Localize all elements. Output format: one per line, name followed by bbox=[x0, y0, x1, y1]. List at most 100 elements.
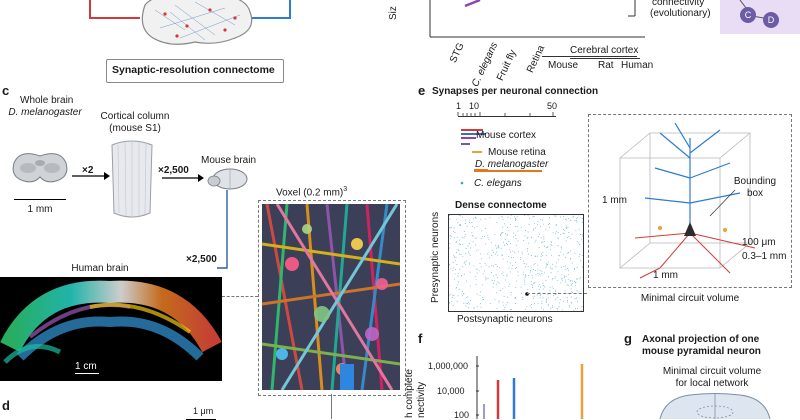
matrix-dot bbox=[566, 226, 567, 227]
matrix-dot bbox=[541, 237, 542, 238]
matrix-dot bbox=[527, 248, 528, 249]
postsynaptic-label: Postsynaptic neurons bbox=[457, 314, 553, 326]
matrix-dot bbox=[546, 263, 547, 264]
matrix-dot bbox=[513, 257, 514, 258]
matrix-dot bbox=[518, 241, 519, 242]
matrix-dot bbox=[483, 299, 484, 300]
matrix-dot bbox=[493, 266, 494, 267]
matrix-dot bbox=[539, 247, 540, 248]
matrix-dot bbox=[577, 241, 578, 242]
legend-fruit-fly: D. melanogaster bbox=[475, 159, 548, 171]
matrix-dot bbox=[514, 216, 515, 217]
matrix-dot bbox=[560, 252, 561, 253]
matrix-dot bbox=[544, 287, 545, 288]
panel-g-letter: g bbox=[624, 331, 632, 346]
matrix-dot bbox=[449, 302, 450, 303]
cortical-column-icon bbox=[108, 137, 156, 219]
matrix-dot bbox=[531, 237, 532, 238]
presynaptic-label: Presynaptic neurons bbox=[430, 212, 442, 303]
matrix-dot bbox=[544, 246, 545, 247]
matrix-dot bbox=[517, 226, 518, 227]
matrix-dot bbox=[543, 309, 544, 310]
matrix-dot bbox=[469, 264, 470, 265]
matrix-dot bbox=[555, 294, 556, 295]
matrix-dot bbox=[528, 275, 529, 276]
matrix-dot bbox=[478, 249, 479, 250]
matrix-dot bbox=[556, 225, 557, 226]
matrix-dot bbox=[460, 215, 461, 216]
matrix-dot bbox=[485, 244, 486, 245]
matrix-dot bbox=[486, 265, 487, 266]
matrix-dot bbox=[501, 255, 502, 256]
matrix-dot bbox=[540, 295, 541, 296]
matrix-dot bbox=[449, 227, 450, 228]
node-d: D bbox=[763, 12, 779, 28]
tick-human: Human bbox=[621, 60, 653, 72]
matrix-dot bbox=[464, 238, 465, 239]
matrix-dot bbox=[537, 265, 538, 266]
matrix-dot bbox=[563, 266, 564, 267]
matrix-dot bbox=[560, 299, 561, 300]
matrix-dot bbox=[549, 227, 550, 228]
matrix-dot bbox=[563, 229, 564, 230]
matrix-dot bbox=[538, 303, 539, 304]
dense-connectome-title: Dense connectome bbox=[455, 200, 547, 212]
matrix-dot bbox=[464, 274, 465, 275]
matrix-dot bbox=[460, 224, 461, 225]
matrix-dot bbox=[555, 215, 556, 216]
matrix-dot bbox=[557, 297, 558, 298]
matrix-dot bbox=[458, 273, 459, 274]
matrix-dot bbox=[486, 278, 487, 279]
matrix-dot bbox=[500, 290, 501, 291]
matrix-dot bbox=[524, 215, 525, 216]
matrix-dot bbox=[522, 253, 523, 254]
matrix-dot bbox=[552, 278, 553, 279]
matrix-dot bbox=[481, 307, 482, 308]
matrix-dot bbox=[518, 230, 519, 231]
matrix-dot bbox=[516, 281, 517, 282]
matrix-dot bbox=[460, 244, 461, 245]
matrix-dot bbox=[487, 235, 488, 236]
matrix-dot bbox=[535, 270, 536, 271]
matrix-dot bbox=[471, 232, 472, 233]
matrix-dot bbox=[511, 215, 512, 216]
matrix-dot bbox=[492, 250, 493, 251]
matrix-dot bbox=[576, 222, 577, 223]
matrix-dot bbox=[565, 269, 566, 270]
matrix-dot bbox=[480, 219, 481, 220]
matrix-dot bbox=[503, 258, 504, 259]
matrix-dot bbox=[525, 277, 526, 278]
matrix-dot bbox=[531, 304, 532, 305]
matrix-dot bbox=[454, 256, 455, 257]
matrix-dot bbox=[495, 245, 496, 246]
matrix-dot bbox=[566, 276, 567, 277]
matrix-dot bbox=[473, 218, 474, 219]
legend-mouse-cortex: Mouse cortex bbox=[476, 130, 536, 142]
matrix-dot bbox=[541, 307, 542, 308]
matrix-dot bbox=[477, 226, 478, 227]
matrix-dot bbox=[465, 306, 466, 307]
matrix-dot bbox=[454, 295, 455, 296]
matrix-dot bbox=[467, 303, 468, 304]
matrix-dot bbox=[450, 268, 451, 269]
matrix-dot bbox=[541, 273, 542, 274]
matrix-dot bbox=[531, 268, 532, 269]
matrix-dot bbox=[534, 296, 535, 297]
matrix-dot bbox=[546, 255, 547, 256]
matrix-dot bbox=[561, 279, 562, 280]
matrix-dot bbox=[550, 267, 551, 268]
matrix-dot bbox=[467, 296, 468, 297]
matrix-dot bbox=[469, 262, 470, 263]
matrix-dot bbox=[453, 305, 454, 306]
matrix-dot bbox=[499, 217, 500, 218]
matrix-dot bbox=[501, 273, 502, 274]
matrix-dot bbox=[503, 275, 504, 276]
matrix-dot bbox=[467, 226, 468, 227]
matrix-dot bbox=[564, 230, 565, 231]
matrix-dot bbox=[548, 276, 549, 277]
matrix-dot bbox=[549, 223, 550, 224]
matrix-dot bbox=[458, 249, 459, 250]
matrix-dot bbox=[456, 287, 457, 288]
matrix-dot bbox=[493, 275, 494, 276]
matrix-dot bbox=[502, 232, 503, 233]
